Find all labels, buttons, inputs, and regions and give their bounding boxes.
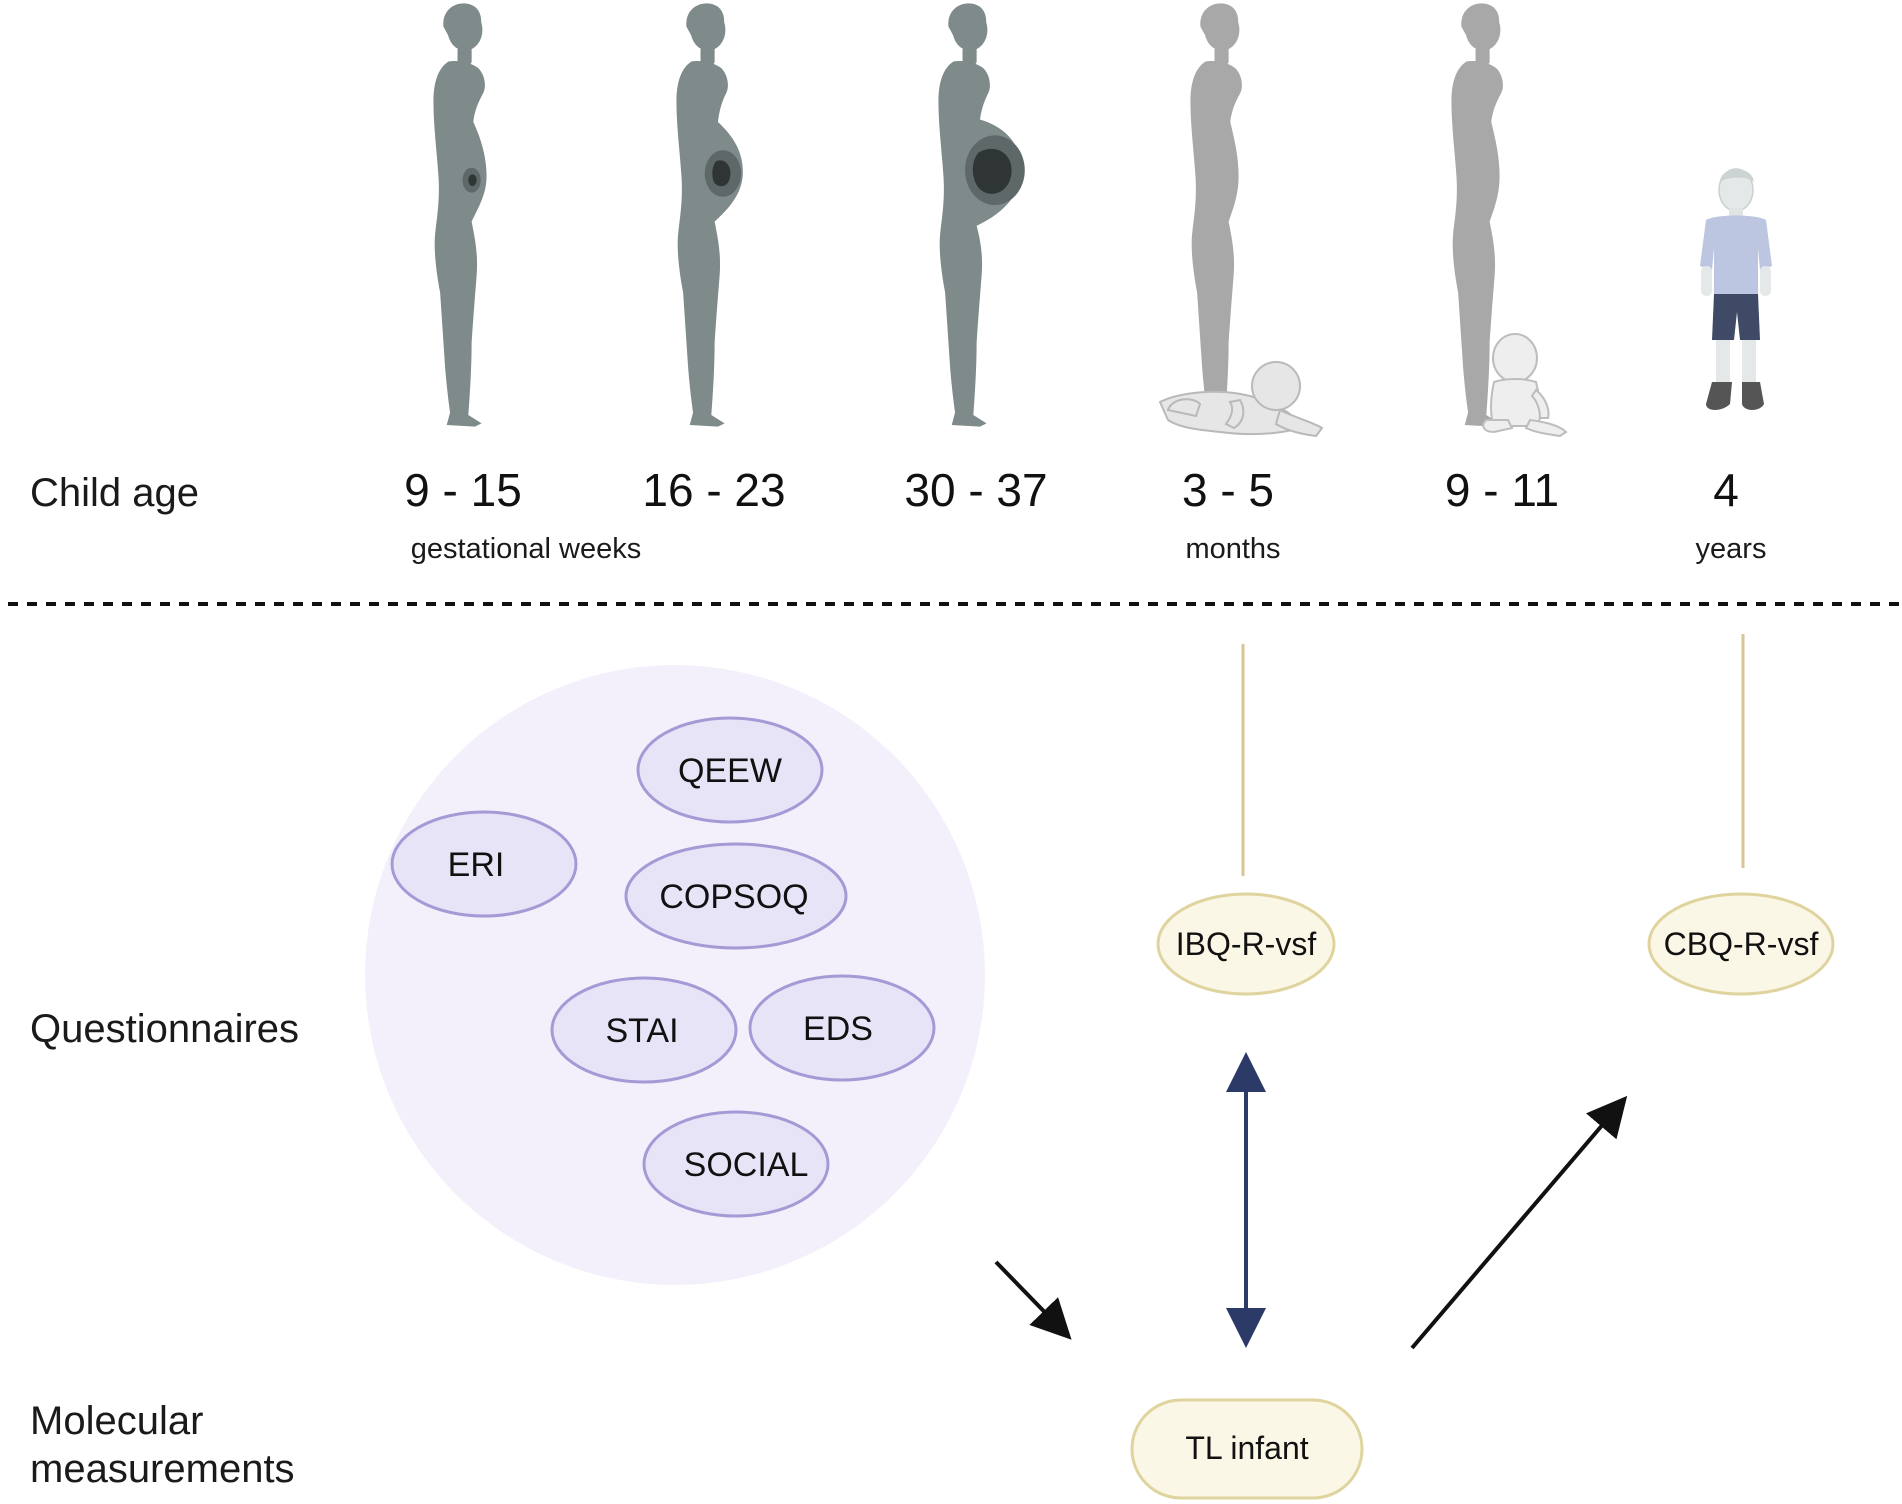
node-ibq-r-vsf: IBQ-R-vsf [1156, 892, 1336, 996]
questionnaire-stai: STAI [550, 976, 738, 1084]
questionnaire-qeew-label: QEEW [678, 752, 782, 790]
pregnant-late-figure [938, 3, 1025, 427]
age-range-3: 30 - 37 [904, 464, 1047, 516]
node-ibq-r-vsf-label: IBQ-R-vsf [1176, 926, 1317, 962]
unit-years: years [1696, 533, 1767, 565]
questionnaire-social-label: SOCIAL [684, 1146, 809, 1184]
unit-gestational-weeks: gestational weeks [411, 533, 642, 565]
questionnaire-copsoq-label: COPSOQ [659, 878, 808, 916]
questionnaire-eds-label: EDS [803, 1010, 873, 1048]
questionnaire-eri-label: ERI [448, 846, 505, 884]
child-figure [1700, 168, 1772, 410]
age-range-5: 9 - 11 [1445, 464, 1559, 516]
node-tl-infant: TL infant [1130, 1398, 1364, 1500]
row-label-molecular-line2: measurements [30, 1447, 295, 1491]
questionnaire-stai-label: STAI [605, 1012, 678, 1050]
questionnaire-eds: EDS [748, 974, 936, 1082]
unit-months: months [1185, 533, 1280, 565]
questionnaire-qeew: QEEW [636, 716, 824, 824]
node-cbq-r-vsf-label: CBQ-R-vsf [1664, 926, 1819, 962]
node-tl-infant-label: TL infant [1185, 1430, 1308, 1466]
age-range-4: 3 - 5 [1182, 464, 1274, 516]
pregnant-mid-figure [676, 3, 743, 427]
age-range-2: 16 - 23 [642, 464, 785, 516]
crawling-infant-figure [1158, 361, 1324, 438]
questionnaire-eri: ERI [390, 810, 578, 918]
row-label-molecular-line1: Molecular [30, 1399, 203, 1443]
questionnaire-copsoq: COPSOQ [624, 842, 848, 950]
row-label-questionnaires: Questionnaires [30, 1007, 299, 1051]
sitting-infant-figure [1482, 333, 1568, 438]
age-range-6: 4 [1713, 464, 1739, 516]
pregnant-early-figure [433, 3, 487, 427]
age-range-1: 9 - 15 [404, 464, 522, 516]
questionnaire-social: SOCIAL [642, 1110, 830, 1218]
arrow-tl-to-cbq [1410, 1095, 1628, 1350]
node-cbq-r-vsf: CBQ-R-vsf [1647, 892, 1835, 996]
mother-figure-months-9-11 [1451, 3, 1503, 427]
row-label-child-age: Child age [30, 471, 199, 515]
mother-figure-months-3-5 [1190, 3, 1242, 427]
arrow-maternal-to-tl [994, 1260, 1072, 1340]
